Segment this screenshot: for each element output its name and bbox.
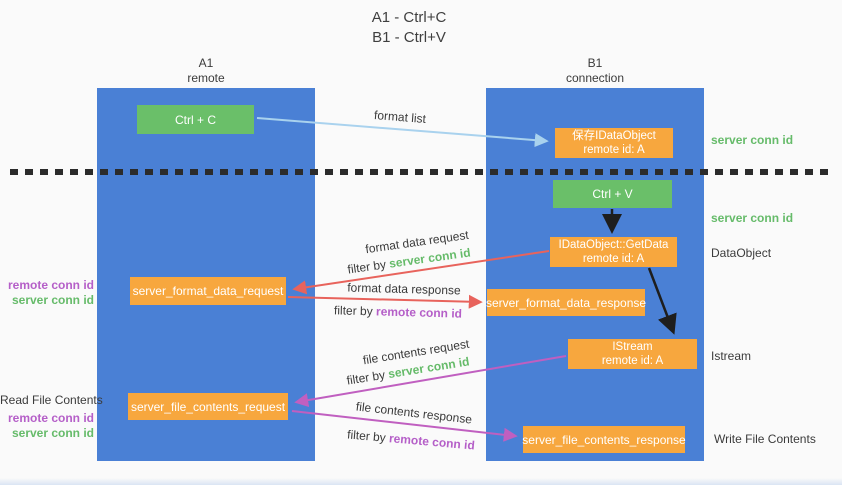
diagram-title-line2: B1 - Ctrl+V	[372, 29, 446, 47]
node-save-dataobject-line1: 保存IDataObject	[572, 129, 656, 142]
node-idataobject-getdata: IDataObject::GetData remote id: A	[550, 237, 677, 267]
server-conn-id-label-left-2: server conn id	[11, 426, 94, 440]
node-istream-line2: remote id: A	[601, 355, 664, 367]
node-ctrl-c-label: Ctrl + C	[174, 112, 216, 127]
remote-conn-id-label-left-1: remote conn id	[7, 278, 94, 292]
format-data-response-arrow	[287, 294, 483, 309]
file-contents-response-label: file contents response	[355, 399, 473, 427]
node-server-file-contents-request: server_file_contents_request	[128, 393, 288, 420]
node-server-format-data-response-label: server_format_data_response	[485, 295, 647, 310]
filter-by-text: filter by	[345, 367, 390, 388]
node-save-dataobject-line2: remote id: A	[583, 144, 645, 156]
lane-header-a1: A1 remote	[187, 56, 224, 86]
format-data-response-label: format data response	[347, 280, 461, 298]
node-server-format-data-request-label: server_format_data_request	[132, 284, 284, 298]
node-server-format-data-response: server_format_data_response	[485, 289, 647, 316]
format-data-response-filter-label: filter by remote conn id	[334, 303, 462, 320]
node-server-file-contents-response: server_file_contents_response	[522, 426, 686, 453]
diagram-title: A1 - Ctrl+C B1 - Ctrl+V	[372, 8, 447, 49]
server-conn-id-label-left-1: server conn id	[11, 293, 94, 307]
lane-a1-name: A1	[198, 56, 214, 70]
node-server-file-contents-response-label: server_file_contents_response	[522, 432, 686, 447]
node-ctrl-c: Ctrl + C	[137, 105, 254, 134]
node-server-file-contents-request-label: server_file_contents_request	[130, 399, 286, 414]
node-ctrl-v: Ctrl + V	[553, 180, 672, 208]
filter-by-text: filter by	[333, 303, 377, 319]
remote-conn-id-key: remote conn id	[375, 304, 463, 321]
remote-conn-id-key: remote conn id	[388, 431, 476, 453]
format-list-label: format list	[373, 107, 427, 127]
node-ctrl-v-label: Ctrl + V	[592, 187, 633, 201]
node-server-format-data-request: server_format_data_request	[130, 277, 286, 305]
remote-conn-id-label-left-2: remote conn id	[7, 411, 94, 425]
istream-label: Istream	[711, 349, 752, 363]
lane-b1-name: B1	[587, 56, 603, 70]
filter-by-text: filter by	[346, 427, 390, 446]
node-idataobject-getdata-line1: IDataObject::GetData	[558, 238, 669, 251]
bottom-edge-strip	[0, 478, 842, 485]
lane-header-b1: B1 connection	[566, 56, 624, 86]
node-idataobject-getdata-line2: remote id: A	[582, 253, 645, 265]
server-conn-id-label-top-right: server conn id	[711, 133, 794, 147]
file-contents-response-filter-label: filter by remote conn id	[347, 427, 476, 452]
diagram-title-line1: A1 - Ctrl+C	[371, 9, 447, 26]
lane-a1-subtitle: remote	[187, 71, 225, 85]
node-istream-line1: IStream	[612, 340, 653, 353]
filter-by-text: filter by	[346, 256, 391, 277]
node-save-dataobject: 保存IDataObject remote id: A	[555, 128, 673, 158]
write-file-contents-label: Write File Contents	[714, 432, 816, 446]
read-file-contents-label: Read File Contents	[0, 393, 103, 407]
node-istream: IStream remote id: A	[568, 339, 697, 369]
server-conn-id-label-mid-right: server conn id	[711, 211, 794, 225]
lane-b1-subtitle: connection	[565, 71, 625, 85]
dataobject-label: DataObject	[711, 246, 772, 260]
